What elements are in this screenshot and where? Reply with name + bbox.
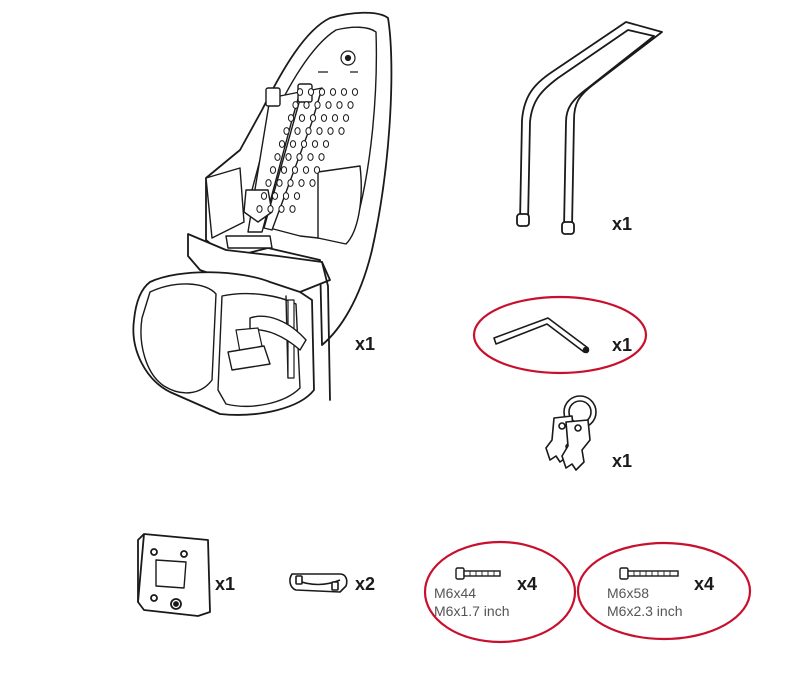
ventilation-hole (309, 114, 317, 122)
ventilation-hole (316, 127, 323, 135)
ventilation-hole (283, 127, 290, 135)
bolt-short-spec: M6x44 M6x1.7 inch (434, 584, 509, 620)
bolt-icon (619, 567, 679, 580)
ventilation-hole (260, 192, 268, 200)
seat-ventilation-holes (256, 88, 359, 213)
bolt-long-imperial: M6x2.3 inch (607, 603, 683, 619)
clamp-icon (289, 573, 348, 593)
bolt-long-quantity: x4 (694, 574, 715, 594)
ventilation-hole (311, 140, 319, 148)
ventilation-hole (267, 205, 274, 213)
ventilation-hole (340, 88, 348, 96)
ventilation-hole (287, 114, 295, 122)
mounting-adapter-icon (137, 533, 211, 617)
ventilation-hole (296, 153, 303, 161)
ventilation-hole (302, 166, 310, 174)
ventilation-hole (322, 140, 330, 148)
seat-logo-icon (318, 50, 358, 73)
child-bike-seat-icon (132, 11, 393, 416)
ventilation-hole (313, 166, 321, 174)
ventilation-hole (256, 205, 263, 213)
ventilation-hole (331, 114, 339, 122)
ventilation-hole (347, 101, 354, 109)
ventilation-hole (327, 127, 334, 135)
bolt-long-highlight (576, 541, 752, 641)
ventilation-hole (269, 166, 277, 174)
bolt-short-metric: M6x44 (434, 585, 477, 601)
ventilation-hole (303, 101, 310, 109)
keys-quantity: x1 (612, 451, 633, 471)
ventilation-hole (294, 127, 301, 135)
ventilation-hole (300, 140, 308, 148)
ventilation-hole (285, 153, 292, 161)
ventilation-hole (318, 153, 325, 161)
ventilation-hole (289, 205, 296, 213)
bolt-long-spec: M6x58 M6x2.3 inch (607, 584, 682, 620)
keys-icon (545, 395, 597, 471)
ventilation-hole (318, 88, 326, 96)
ventilation-hole (265, 179, 272, 187)
hex-key-highlight (472, 295, 648, 375)
ventilation-hole (280, 166, 288, 174)
bolt-long-metric: M6x58 (607, 585, 650, 601)
ventilation-hole (271, 192, 279, 200)
ventilation-hole (342, 114, 350, 122)
ventilation-hole (293, 192, 301, 200)
ventilation-hole (309, 179, 316, 187)
bolt-short-quantity: x4 (517, 574, 538, 594)
ventilation-hole (305, 127, 312, 135)
ventilation-hole (298, 179, 305, 187)
ventilation-hole (338, 127, 345, 135)
ventilation-hole (307, 153, 314, 161)
bolt-short-highlight (423, 540, 577, 644)
ventilation-hole (289, 140, 297, 148)
hex-key-icon (493, 317, 590, 354)
bolt-short-imperial: M6x1.7 inch (434, 603, 510, 619)
ventilation-hole (292, 101, 299, 109)
ventilation-hole (336, 101, 343, 109)
ventilation-hole (287, 179, 294, 187)
adapter-quantity: x1 (215, 574, 236, 594)
handlebar-icon (516, 21, 663, 235)
ventilation-hole (278, 140, 286, 148)
ventilation-hole (314, 101, 321, 109)
handlebar-quantity: x1 (612, 214, 633, 234)
seat-quantity: x1 (355, 334, 376, 354)
ventilation-hole (291, 166, 299, 174)
ventilation-hole (329, 88, 337, 96)
hex-key-quantity: x1 (612, 335, 633, 355)
ventilation-hole (351, 88, 359, 96)
ventilation-hole (307, 88, 315, 96)
ventilation-hole (274, 153, 281, 161)
ventilation-hole (278, 205, 285, 213)
ventilation-hole (320, 114, 328, 122)
ventilation-hole (325, 101, 332, 109)
ventilation-hole (298, 114, 306, 122)
bolt-icon (455, 567, 501, 580)
ventilation-hole (296, 88, 304, 96)
clamp-quantity: x2 (355, 574, 376, 594)
ventilation-hole (276, 179, 283, 187)
ventilation-hole (282, 192, 290, 200)
